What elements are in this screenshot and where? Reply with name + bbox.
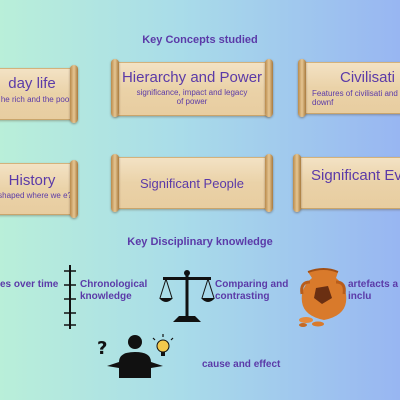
disciplinary-heading: Key Disciplinary knowledge xyxy=(127,236,273,248)
artefacts-label: artefacts a inclu xyxy=(348,279,399,302)
comparing-contrasting-label: Comparing and contrasting xyxy=(215,279,289,302)
amphora-icon xyxy=(299,268,347,327)
scroll-hierarchy-subtitle: significance, impact and legacy of power xyxy=(136,88,248,106)
scroll-significant-events: Significant Ev xyxy=(293,154,400,212)
scroll-daily-life-subtitle: he rich and the poor xyxy=(0,95,72,104)
scroll-history-subtitle: shaped where we e? xyxy=(0,191,72,200)
thinking-person-icon: ? xyxy=(97,334,174,378)
scroll-significant-people-title: Significant People xyxy=(139,176,245,191)
svg-text:?: ? xyxy=(97,338,107,359)
scroll-hierarchy-title: Hierarchy and Power xyxy=(121,69,263,86)
scroll-civilisation: Civilisati Features of civilisati and do… xyxy=(298,59,400,117)
scroll-civilisation-subtitle: Features of civilisati and downf xyxy=(312,89,398,107)
chronological-knowledge-label: Chronological knowledge xyxy=(80,279,148,302)
concepts-heading: Key Concepts studied xyxy=(142,34,258,46)
scroll-history-title: History xyxy=(8,172,56,189)
scroll-hierarchy-power: Hierarchy and Power significance, impact… xyxy=(111,59,273,117)
scroll-significant-people: Significant People xyxy=(111,154,273,212)
scales-icon xyxy=(159,270,215,322)
timeline-icon xyxy=(64,265,76,329)
scroll-daily-life: day life he rich and the poor xyxy=(0,65,78,123)
scroll-significant-events-title: Significant Ev xyxy=(311,167,400,184)
scroll-civilisation-title: Civilisati xyxy=(340,69,396,86)
scroll-history: History shaped where we e? xyxy=(0,160,78,218)
scroll-daily-life-title: day life xyxy=(8,75,56,92)
cause-effect-label: cause and effect xyxy=(202,359,281,370)
changes-over-time-label: es over time xyxy=(0,279,59,290)
